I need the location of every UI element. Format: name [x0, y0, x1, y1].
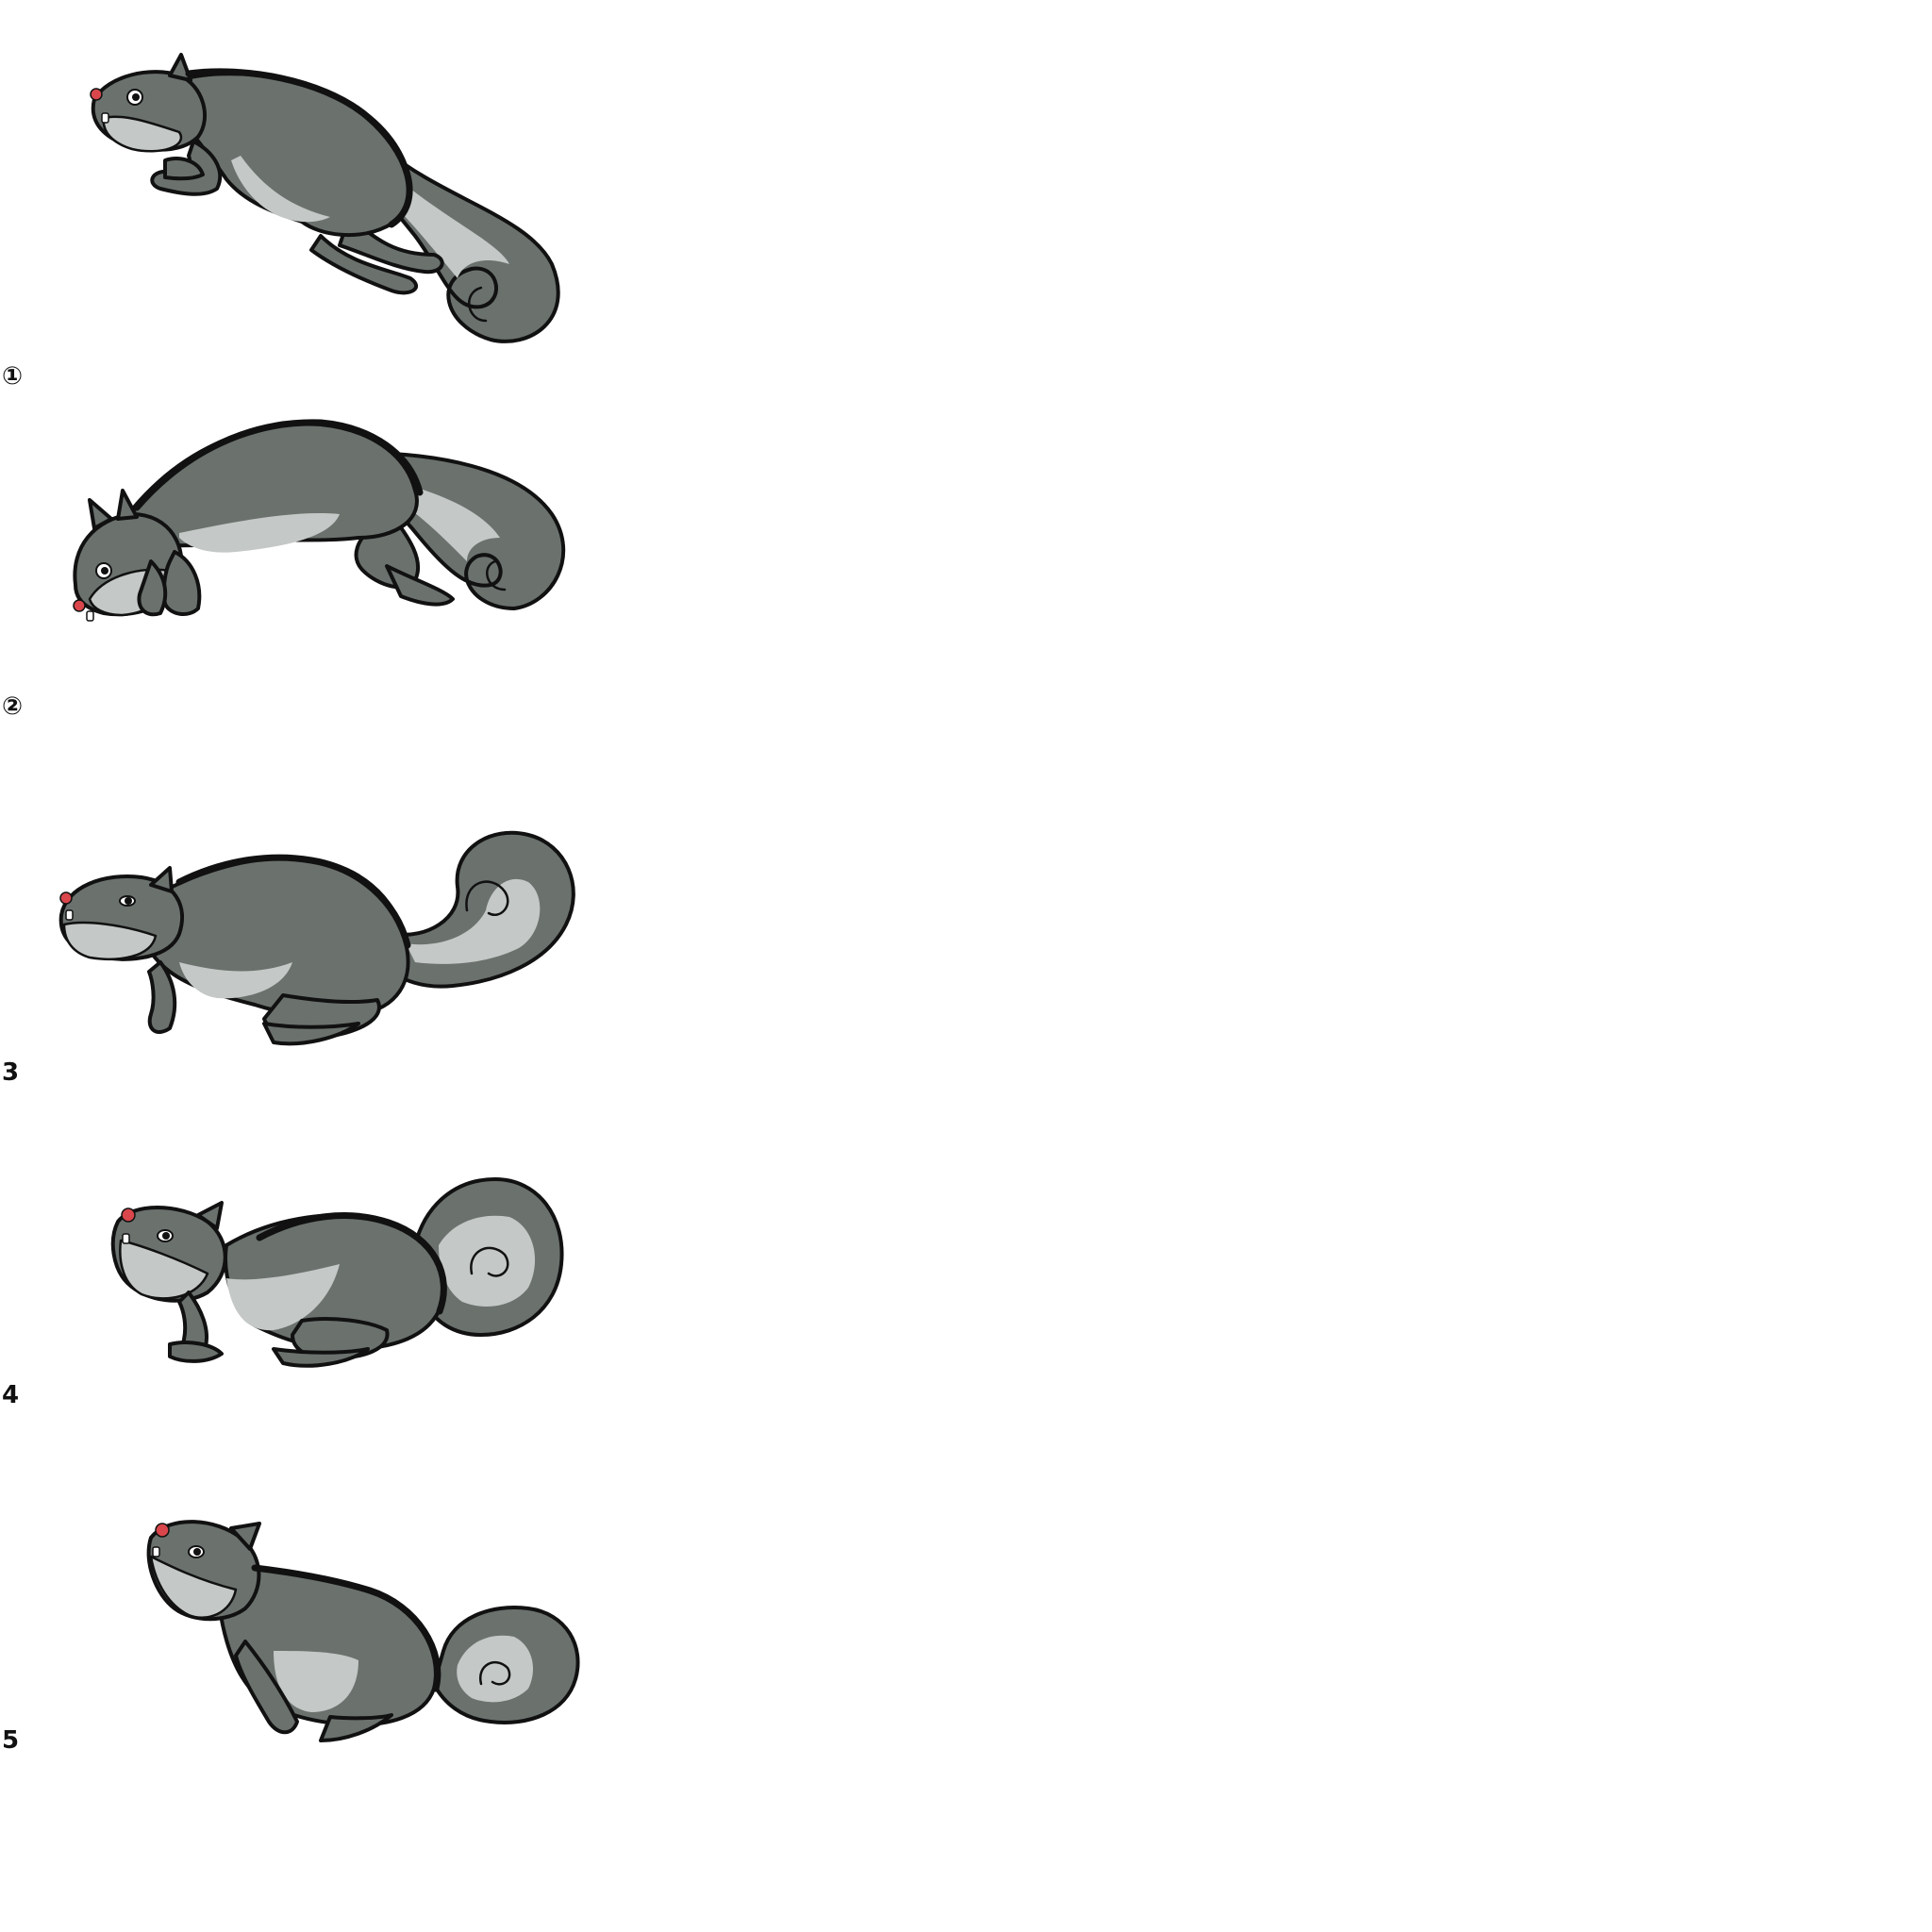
frame-number-1: ①	[2, 362, 24, 391]
ear	[196, 1201, 224, 1230]
back-outline	[185, 68, 413, 228]
squirrel-drawing-5	[146, 1520, 580, 1742]
frame-2	[38, 396, 604, 736]
back-outline	[256, 1212, 447, 1315]
tail-highlight	[396, 189, 509, 278]
hind-leg	[354, 508, 421, 590]
nose	[121, 1208, 136, 1223]
ear	[88, 498, 113, 530]
hind-foot	[319, 1713, 393, 1742]
tail-highlight	[439, 1215, 536, 1307]
tooth	[152, 1546, 160, 1557]
squirrel-drawing-2	[73, 419, 566, 622]
tail-highlight	[457, 1635, 533, 1703]
back-outline	[251, 1564, 441, 1692]
squirrel-drawing-1	[90, 53, 560, 343]
ear	[229, 1522, 261, 1551]
squirrel-drawing-4	[110, 1177, 564, 1368]
tooth	[101, 112, 109, 124]
front-leg	[234, 1640, 299, 1735]
ear-2	[116, 489, 139, 521]
pupil	[101, 567, 108, 575]
hind-foot	[262, 1022, 360, 1046]
nose	[59, 891, 73, 905]
front-paw	[163, 157, 205, 181]
cheek	[149, 1555, 238, 1619]
tail-highlight	[406, 878, 541, 964]
frame-4	[38, 1170, 604, 1509]
tooth	[122, 1233, 130, 1244]
hind-foot	[385, 564, 455, 607]
nose	[90, 88, 103, 101]
belly	[179, 962, 292, 999]
ear	[168, 53, 192, 82]
back-outline	[133, 419, 424, 511]
front-leg-2	[137, 559, 168, 617]
frame-number-4: 4	[2, 1381, 20, 1409]
tail-curl	[465, 880, 509, 916]
tail	[385, 830, 575, 989]
hind-foot	[309, 234, 418, 295]
nose	[73, 599, 86, 612]
belly	[231, 156, 330, 223]
frame-number-5: 5	[2, 1726, 20, 1755]
tail-curl	[478, 1661, 511, 1686]
tail-curl	[468, 286, 488, 323]
pupil	[125, 897, 132, 905]
ear	[149, 866, 174, 893]
frame-3	[38, 830, 604, 1170]
frame-number-2: ②	[2, 692, 24, 721]
belly	[274, 1651, 358, 1712]
nose	[155, 1523, 170, 1538]
frame-number-3: 3	[2, 1058, 20, 1087]
pupil	[162, 1232, 170, 1240]
tooth	[65, 909, 74, 921]
tooth	[86, 610, 94, 622]
hind-foot	[272, 1347, 370, 1368]
tail-curl	[470, 1246, 509, 1277]
frame-5	[38, 1509, 604, 1849]
pupil	[193, 1548, 201, 1556]
front-paw	[168, 1341, 224, 1363]
squirrel-drawing-3	[58, 830, 575, 1046]
cheek	[102, 115, 183, 153]
frame-1	[38, 38, 604, 377]
belly	[226, 1264, 340, 1331]
front-leg	[147, 960, 177, 1034]
cheek	[62, 921, 158, 960]
pupil	[132, 93, 140, 101]
back-outline	[175, 854, 411, 949]
front-leg	[161, 550, 202, 616]
tail-curl	[486, 559, 507, 591]
belly	[179, 513, 340, 553]
